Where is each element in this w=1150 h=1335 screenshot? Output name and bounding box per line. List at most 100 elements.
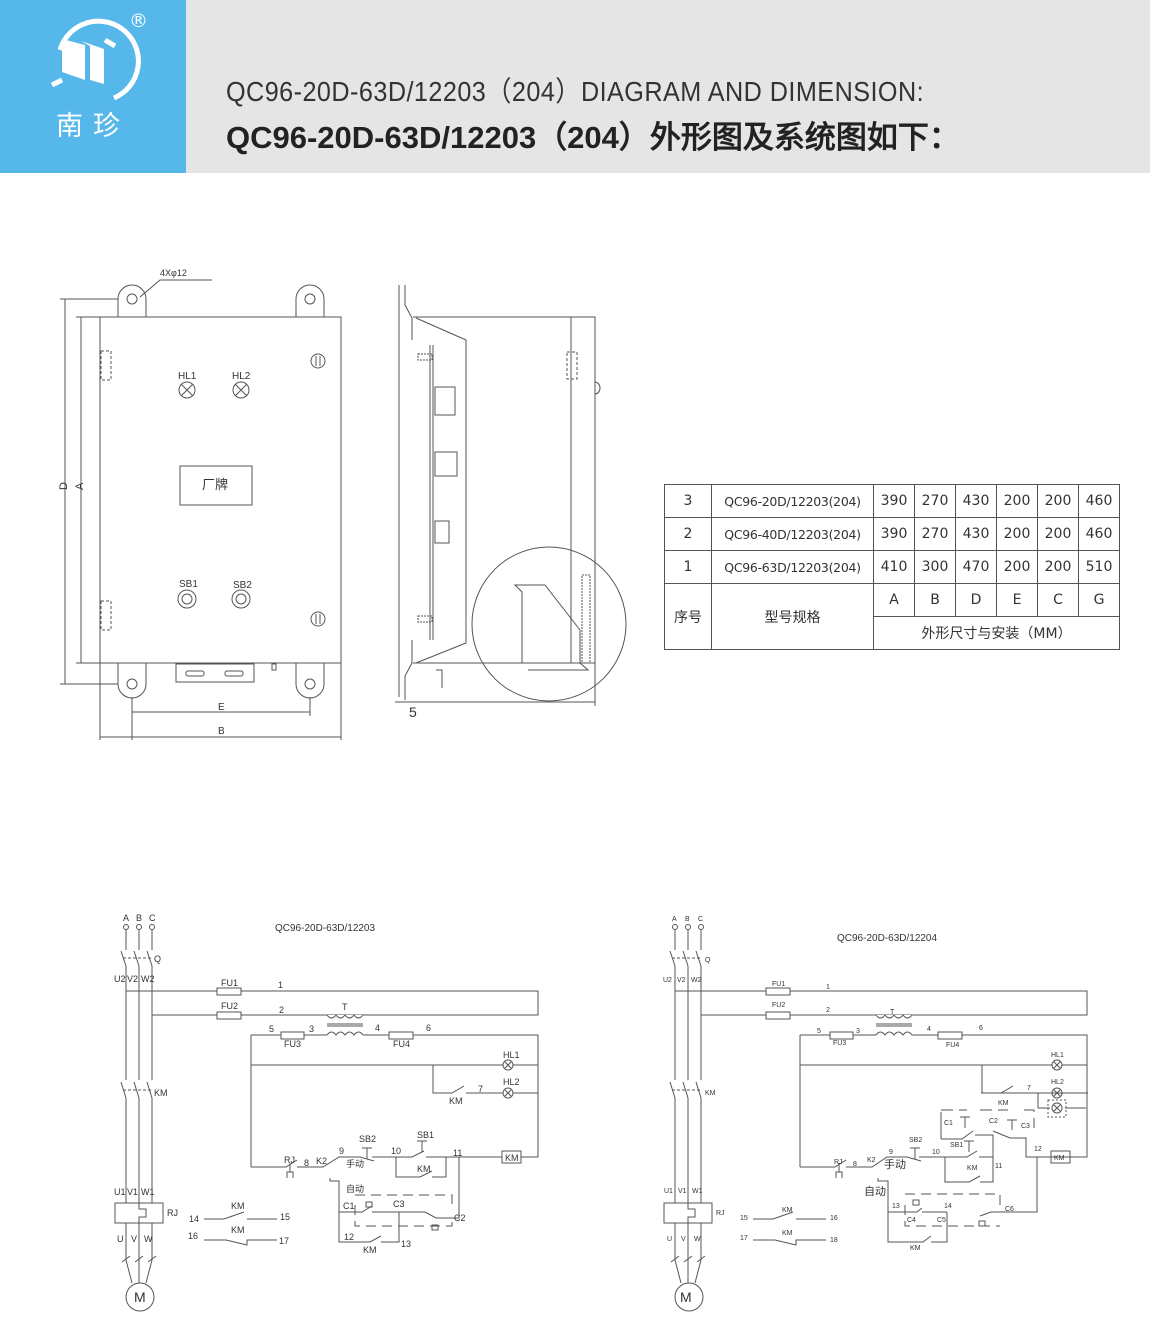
circuit-label: U xyxy=(117,1234,124,1244)
circuit-label: KM xyxy=(363,1245,377,1255)
bottom-bracket xyxy=(175,663,277,683)
circuit-label: 7 xyxy=(1027,1085,1031,1092)
circuit-label: 自动 xyxy=(864,1185,886,1198)
dim-d-label: D xyxy=(58,482,70,490)
circuit-label: V1 xyxy=(127,1187,138,1197)
circuit-label: HL2 xyxy=(503,1077,520,1087)
circuit-label: V2 xyxy=(677,977,686,984)
circuit-label: KM xyxy=(705,1090,716,1097)
cell-e: 200 xyxy=(996,517,1038,551)
dimension-lines xyxy=(60,279,342,740)
circuit-label: 17 xyxy=(279,1236,289,1246)
circuit-label: 手动 xyxy=(884,1157,906,1171)
table-row: 3 QC96-20D/12203(204) 390 270 430 200 20… xyxy=(664,484,1120,518)
circuit-label: 13 xyxy=(892,1203,900,1210)
dimension-caption: 外形尺寸与安装（MM） xyxy=(873,616,1120,650)
circuit-label: 7 xyxy=(478,1084,483,1094)
circuit-label: C2 xyxy=(454,1213,466,1223)
circuit-label: 1 xyxy=(826,984,830,991)
circuit-label: 13 xyxy=(401,1239,411,1249)
lamp-hl1-icon xyxy=(178,381,196,399)
cell-a: 410 xyxy=(873,550,915,584)
screw-icon xyxy=(310,611,326,627)
circuit-label: 16 xyxy=(830,1215,838,1222)
circuit-label: U2 xyxy=(114,974,126,984)
cell-e: 200 xyxy=(996,484,1038,518)
registered-mark: ® xyxy=(129,10,148,32)
circuit-label: M xyxy=(134,1289,146,1305)
circuit-label: V xyxy=(131,1234,137,1244)
circuit-label: 18 xyxy=(830,1237,838,1244)
dimension-table: 3 QC96-20D/12203(204) 390 270 430 200 20… xyxy=(664,484,1120,650)
lamp-hl2-icon xyxy=(232,381,250,399)
circuit-label: KM xyxy=(505,1153,519,1163)
row-model: QC96-40D/12203(204) xyxy=(711,517,874,551)
detail-circle xyxy=(471,546,627,702)
header-d: D xyxy=(955,583,997,617)
circuit-label: A xyxy=(672,916,677,923)
circuit-label: 2 xyxy=(826,1007,830,1014)
circuit-label: KM xyxy=(154,1088,168,1098)
circuit-label: C3 xyxy=(1021,1123,1030,1130)
circuit-label: HL2 xyxy=(1051,1079,1064,1086)
cell-b: 300 xyxy=(914,550,956,584)
nameplate xyxy=(179,465,253,506)
circuit-label: 15 xyxy=(740,1215,748,1222)
table-header-row: 序号 型号规格 A B D E C G xyxy=(664,583,1120,650)
cell-b: 270 xyxy=(914,484,956,518)
hl1-label: HL1 xyxy=(178,371,197,382)
circuit-wiring-left xyxy=(114,924,539,1312)
circuit-label: M xyxy=(680,1289,692,1305)
hl2-label: HL2 xyxy=(232,371,251,382)
circuit-label: FU3 xyxy=(284,1039,301,1049)
screw-icon xyxy=(310,353,326,369)
circuit-label: 6 xyxy=(979,1025,983,1032)
circuit-label: 8 xyxy=(304,1158,309,1168)
circuit-label: KM xyxy=(1054,1155,1065,1162)
circuit-left-title: QC96-20D-63D/12203 xyxy=(275,923,375,934)
circuit-wiring-right xyxy=(663,924,1088,1312)
circuit-label: SB2 xyxy=(909,1137,922,1144)
circuit-label: KM xyxy=(231,1225,245,1235)
button-sb2-icon xyxy=(231,589,251,609)
circuit-label: KM xyxy=(967,1165,978,1172)
circuit-label: 14 xyxy=(189,1214,199,1224)
circuit-label: 6 xyxy=(426,1023,431,1033)
circuit-label: KM xyxy=(231,1201,245,1211)
circuit-label: K2 xyxy=(316,1156,327,1166)
circuit-label: W xyxy=(694,1236,701,1243)
circuit-label: 14 xyxy=(944,1203,952,1210)
circuit-label: KM xyxy=(910,1245,921,1252)
circuit-label: FU4 xyxy=(946,1042,959,1049)
circuit-label: KM xyxy=(449,1096,463,1106)
circuit-label: 2 xyxy=(279,1005,284,1015)
circuit-label: V xyxy=(681,1236,686,1243)
title-chinese: QC96-20D-63D/12203（204）外形图及系统图如下： xyxy=(226,120,960,155)
row-no: 1 xyxy=(664,550,712,584)
row-no: 3 xyxy=(664,484,712,518)
circuit-label: 16 xyxy=(188,1231,198,1241)
circuit-label: C4 xyxy=(907,1217,916,1224)
dim-b-label: B xyxy=(218,726,225,737)
circuit-label: FU1 xyxy=(221,978,238,988)
hole-spec-label: 4Xφ12 xyxy=(160,268,187,278)
circuit-label: FU2 xyxy=(772,1002,785,1009)
circuit-label: FU4 xyxy=(393,1039,410,1049)
row-model: QC96-63D/12203(204) xyxy=(711,550,874,584)
front-view: 4Xφ12 HL1 HL2 厂牌 SB1 SB2 D A E B xyxy=(58,268,342,740)
header-model: 型号规格 xyxy=(711,583,874,650)
sb2-label: SB2 xyxy=(233,580,252,591)
circuit-label: 11 xyxy=(995,1163,1002,1170)
circuit-label: U1 xyxy=(114,1187,126,1197)
cell-a: 390 xyxy=(873,484,915,518)
circuit-label: U1 xyxy=(664,1188,673,1195)
circuit-label: FU3 xyxy=(833,1040,846,1047)
circuit-label: C1 xyxy=(944,1120,953,1127)
circuit-label: A xyxy=(123,913,129,923)
circuit-label: KM xyxy=(998,1100,1009,1107)
dim-e-label: E xyxy=(218,702,225,713)
circuit-label: SB1 xyxy=(417,1130,434,1140)
